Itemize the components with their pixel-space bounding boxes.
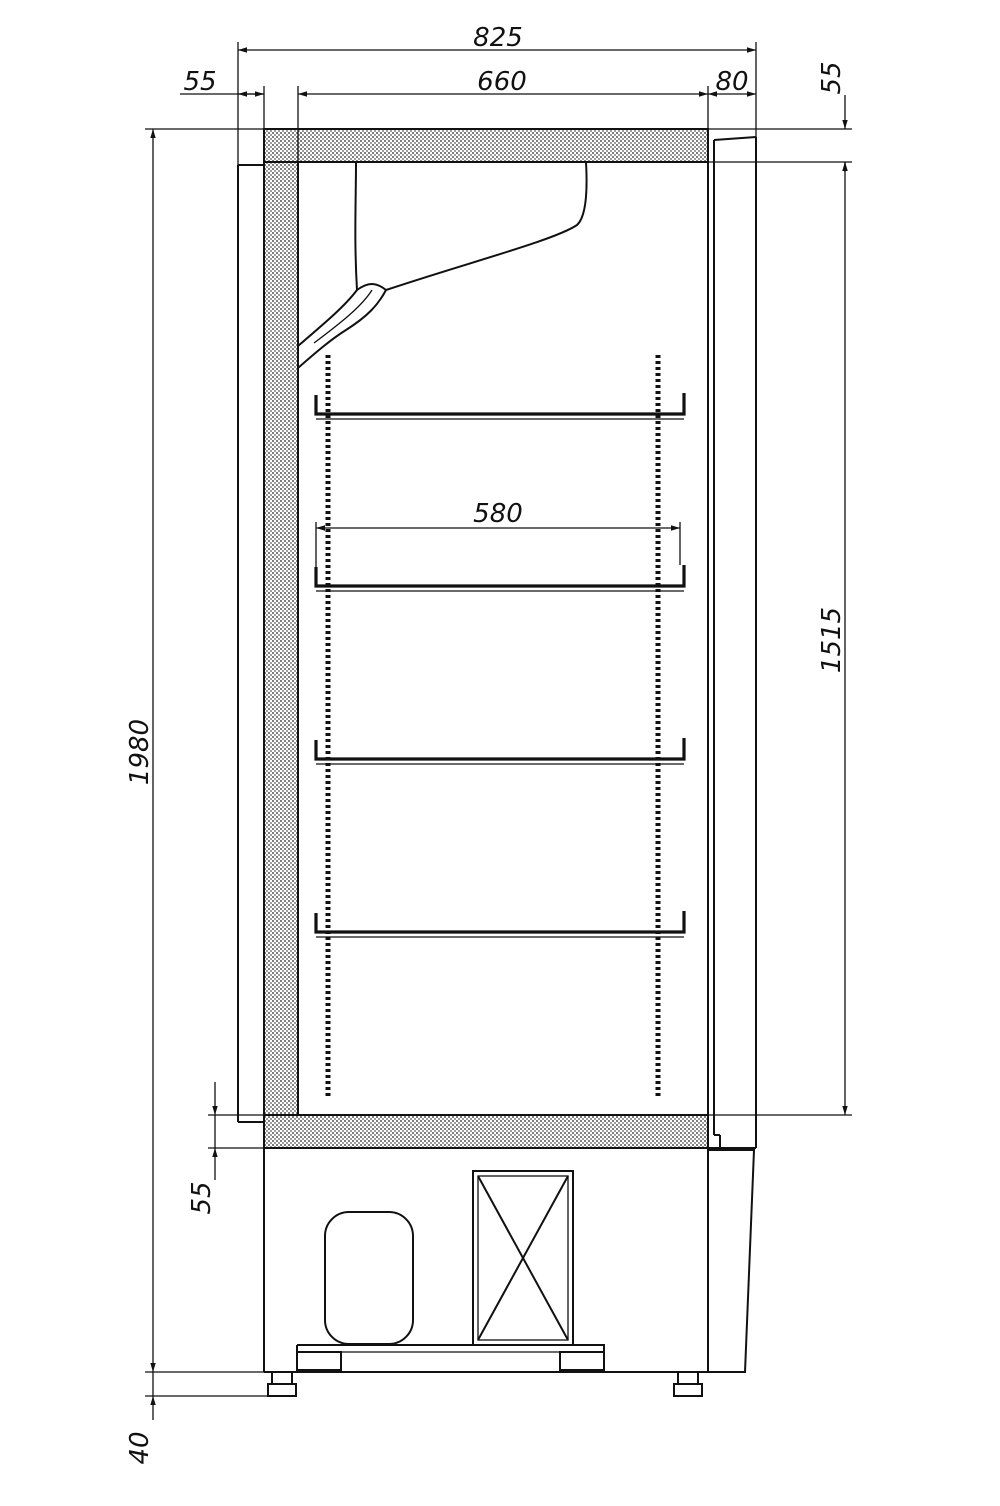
dimension-labels: 825 55 660 80 55 1515 1980 580 55 40 [125, 23, 847, 1465]
dim-overall-width: 825 [473, 23, 523, 53]
left-wall-insulation [263, 161, 299, 1116]
dim-top-insulation: 55 [817, 61, 847, 94]
foot [271, 1371, 293, 1385]
cabinet-body [237, 128, 757, 1149]
dim-shelf-width: 580 [473, 499, 523, 529]
foot [673, 1383, 703, 1397]
dim-feet-height: 40 [125, 1431, 155, 1464]
evaporator-duct [297, 161, 588, 369]
shelf [314, 738, 686, 765]
bottom-insulation [263, 1114, 709, 1149]
foot [267, 1383, 297, 1397]
dim-inner-width: 660 [477, 67, 527, 97]
shelf [314, 911, 686, 938]
shelves [314, 393, 686, 938]
shelf [314, 393, 686, 420]
compressor [324, 1211, 414, 1345]
condenser-fan [472, 1170, 574, 1346]
dimension-lines [145, 42, 852, 1420]
dim-left-offset: 55 [183, 67, 216, 97]
foot [677, 1371, 699, 1385]
top-insulation [263, 128, 709, 163]
dim-overall-height: 1980 [125, 719, 155, 785]
shelf-rails [325, 355, 661, 1098]
machine-compartment [263, 1148, 756, 1397]
shelf [314, 565, 686, 592]
dim-interior-height: 1515 [817, 607, 847, 673]
dim-bottom-insulation: 55 [187, 1181, 217, 1214]
dim-right-offset: 80 [715, 67, 748, 97]
